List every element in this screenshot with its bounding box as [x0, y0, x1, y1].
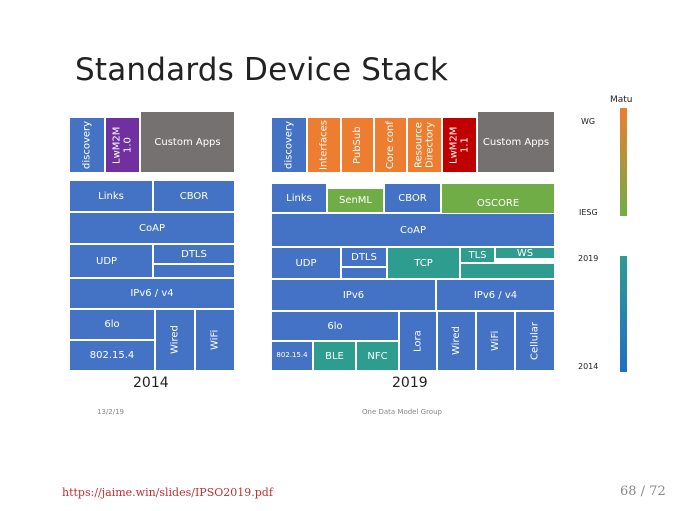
block-cbor-2019: CBOR: [384, 183, 441, 213]
caption-2014: 2014: [133, 375, 169, 391]
maturity-bar-standards: [620, 108, 627, 216]
slide-title: Standards Device Stack: [75, 52, 449, 88]
maturity-iesg: IESG: [579, 208, 598, 217]
maturity-bar-years: [620, 256, 627, 372]
block-dtls: DTLS: [153, 244, 235, 264]
block-lora: Lora: [399, 311, 437, 371]
block-ipv6: IPv6 / v4: [69, 278, 235, 309]
block-interfaces: Interfaces: [307, 117, 341, 173]
block-udp: UDP: [69, 244, 153, 278]
source-link[interactable]: https://jaime.win/slides/IPSO2019.pdf: [62, 486, 273, 499]
block-links-2019: Links: [271, 183, 327, 213]
block-nfc: NFC: [356, 341, 399, 371]
block-resource-directory: Resource Directory: [407, 117, 442, 173]
block-tls: TLS: [460, 247, 495, 263]
block-custom-apps: Custom Apps: [140, 111, 235, 173]
maturity-2019: 2019: [578, 254, 599, 263]
block-802154: 802.15.4: [69, 340, 155, 371]
block-lwm2m: LwM2M 1.0: [105, 117, 140, 173]
block-dtls-2019: DTLS: [341, 247, 387, 267]
block-core-conf: Core conf: [374, 117, 407, 173]
block-udp-ext-2019: [341, 267, 387, 279]
block-udp-2019: UDP: [271, 247, 341, 279]
block-wired: Wired: [155, 309, 195, 371]
slide-date: 13/2/19: [97, 408, 124, 416]
block-802154-2019: 802.15.4: [271, 341, 313, 371]
block-ws: WS: [495, 247, 555, 259]
block-discovery: discovery: [69, 117, 105, 173]
slide-group: One Data Model Group: [362, 408, 442, 416]
block-6lo: 6lo: [69, 309, 155, 340]
block-tcp: TCP: [387, 247, 460, 279]
block-wifi: WiFi: [195, 309, 235, 371]
block-wired-2019: Wired: [437, 311, 476, 371]
block-6lo-2019: 6lo: [271, 311, 399, 341]
block-discovery-2019: discovery: [271, 117, 307, 173]
block-tcp-ext: [460, 263, 555, 279]
block-ble: BLE: [313, 341, 356, 371]
maturity-2014: 2014: [578, 362, 599, 371]
caption-2019: 2019: [392, 375, 428, 391]
block-cbor: CBOR: [153, 180, 235, 212]
block-udp-ext: [153, 264, 235, 278]
block-lwm2m-2019: LwM2M 1.1: [442, 117, 477, 173]
maturity-title: Matu: [610, 95, 633, 105]
block-links: Links: [69, 180, 153, 212]
block-cellular: Cellular: [515, 311, 555, 371]
maturity-wg: WG: [581, 117, 596, 126]
block-ipv6-2019: IPv6: [271, 279, 436, 311]
block-pubsub: PubSub: [341, 117, 374, 173]
block-custom-apps-2019: Custom Apps: [477, 111, 555, 173]
page-number: 68 / 72: [620, 484, 666, 499]
block-coap: CoAP: [69, 212, 235, 244]
block-coap-2019: CoAP: [271, 213, 555, 247]
block-wifi-2019: WiFi: [476, 311, 515, 371]
block-ipv6v4-2019: IPv6 / v4: [436, 279, 555, 311]
block-senml: SenML: [327, 188, 384, 213]
